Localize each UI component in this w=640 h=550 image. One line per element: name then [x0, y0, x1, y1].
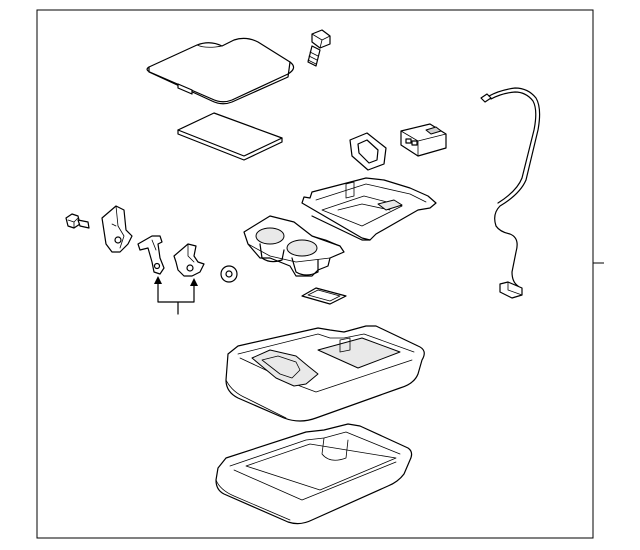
retaining-bolt[interactable] — [65, 213, 90, 229]
washer[interactable] — [220, 265, 238, 283]
lid-pad[interactable] — [177, 112, 283, 161]
diagram-border — [36, 9, 594, 539]
cup-holder-insert[interactable] — [243, 215, 345, 277]
console-upper-housing[interactable] — [225, 325, 425, 422]
hinge-arm-left[interactable] — [137, 235, 165, 275]
hinge-arm-right[interactable] — [173, 243, 205, 277]
cup-holder-mat[interactable] — [301, 287, 347, 305]
console-base[interactable] — [215, 423, 413, 525]
console-lid[interactable] — [146, 37, 295, 105]
trim-bezel[interactable] — [349, 132, 387, 171]
hinge-callout-arrows — [154, 276, 198, 315]
lid-bolt[interactable] — [307, 29, 331, 67]
lid-hinge-bracket[interactable] — [101, 205, 133, 253]
wiring-harness[interactable] — [480, 87, 541, 299]
storage-bin[interactable] — [301, 177, 437, 241]
power-outlet-switch[interactable] — [400, 123, 447, 157]
